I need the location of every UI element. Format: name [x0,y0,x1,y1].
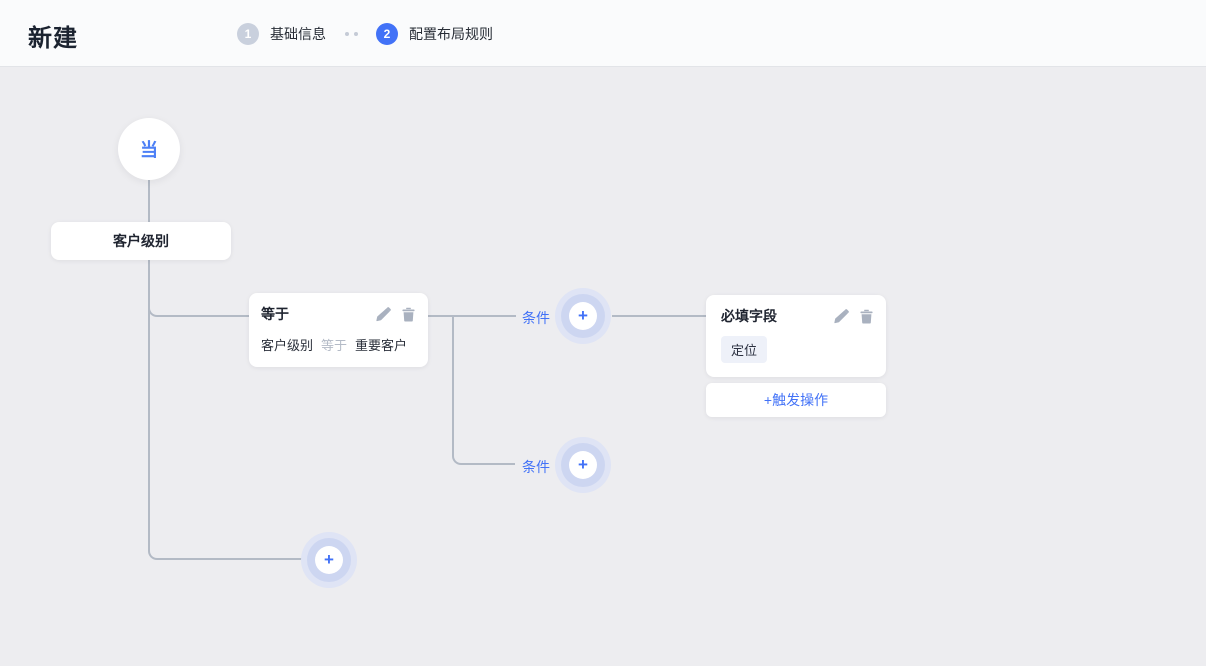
step-1-circle: 1 [237,22,259,45]
condition-operator: 等于 [321,338,348,353]
step-1-label: 基础信息 [270,25,326,42]
step-2-circle: 2 [376,22,398,45]
trigger-when-node[interactable]: 当 [118,118,180,180]
delete-icon[interactable] [859,309,874,324]
add-action-button-2[interactable]: + [555,437,611,493]
connector-condition-to-plus [428,315,516,317]
condition-card-title: 等于 [261,306,289,322]
plus-halo: + [307,538,351,582]
steps-nav: 1 基础信息 2 配置布局规则 [237,0,493,67]
connector-main-vertical [148,180,308,560]
edit-icon[interactable] [376,306,391,322]
condition-field: 客户级别 [261,338,314,353]
plus-halo: + [561,294,605,338]
action-card-title: 必填字段 [721,308,777,324]
plus-icon: + [569,302,597,330]
rule-flow-canvas[interactable]: 当 客户级别 等于 客户级别 等于 重要客户 条件 + [0,68,1206,666]
page-title: 新建 [28,25,78,52]
add-action-button-1[interactable]: + [555,288,611,344]
step-basic-info[interactable]: 1 基础信息 [237,22,326,45]
add-trigger-action-button[interactable]: +触发操作 [706,383,886,417]
edit-icon[interactable] [834,308,849,324]
condition-label-2: 条件 [519,457,553,477]
plus-icon: + [569,451,597,479]
condition-expression: 客户级别 等于 重要客户 [261,335,416,354]
add-branch-button[interactable]: + [301,532,357,588]
connector-branch-to-condition-2 [452,317,515,465]
plus-halo: + [561,443,605,487]
step-layout-rules[interactable]: 2 配置布局规则 [376,22,493,45]
field-tag-location: 定位 [721,336,768,363]
plus-icon: + [315,546,343,574]
condition-value: 重要客户 [355,338,408,353]
condition-card-equals[interactable]: 等于 客户级别 等于 重要客户 [249,293,428,367]
step-separator-dots [342,31,360,36]
header: 新建 1 基础信息 2 配置布局规则 [0,0,1206,67]
action-card-required-fields[interactable]: 必填字段 定位 [706,295,886,377]
step-2-label: 配置布局规则 [409,25,493,42]
connector-branch-to-condition-card [148,300,249,317]
field-node-customer-level[interactable]: 客户级别 [51,222,231,260]
connector-plus-to-action-card [612,315,706,317]
delete-icon[interactable] [401,307,416,322]
condition-label-1: 条件 [519,308,553,328]
